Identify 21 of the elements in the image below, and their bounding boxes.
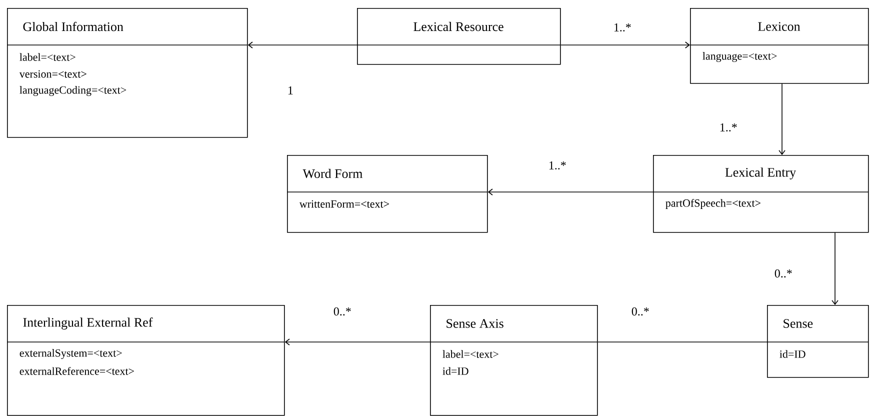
class-box: Lexical Entry partOfSpeech=<text>: [652, 155, 869, 233]
multiplicity-label: 0..*: [774, 269, 792, 278]
multiplicity-label: 1..*: [720, 123, 737, 132]
class-box: Interlingual External Ref externalSystem=<text> externalReference=<text>: [6, 305, 285, 416]
association-line: [832, 232, 838, 305]
multiplicity-label: 0..*: [334, 307, 351, 316]
multiplicity-label: 1..*: [549, 161, 566, 170]
class-box: Global Information label=<text> version=<text> languageCoding=<text>: [6, 8, 248, 138]
class-box: Word Form writtenForm=<text>: [286, 155, 488, 233]
association-line: [488, 188, 654, 196]
association-line: [284, 338, 430, 346]
multiplicity-label: 0..*: [632, 307, 649, 316]
association-line: [778, 83, 786, 155]
class-box: Sense id=ID: [766, 305, 869, 378]
association-line: [560, 42, 690, 48]
multiplicity-label: 1: [288, 86, 293, 94]
class-box: Sense Axis label=<text> id=ID: [430, 305, 598, 416]
multiplicity-label: 1..*: [614, 23, 631, 32]
class-box: Lexical Resource: [356, 8, 561, 65]
class-box: Lexicon language=<text>: [690, 8, 869, 84]
association-line: [248, 42, 358, 48]
